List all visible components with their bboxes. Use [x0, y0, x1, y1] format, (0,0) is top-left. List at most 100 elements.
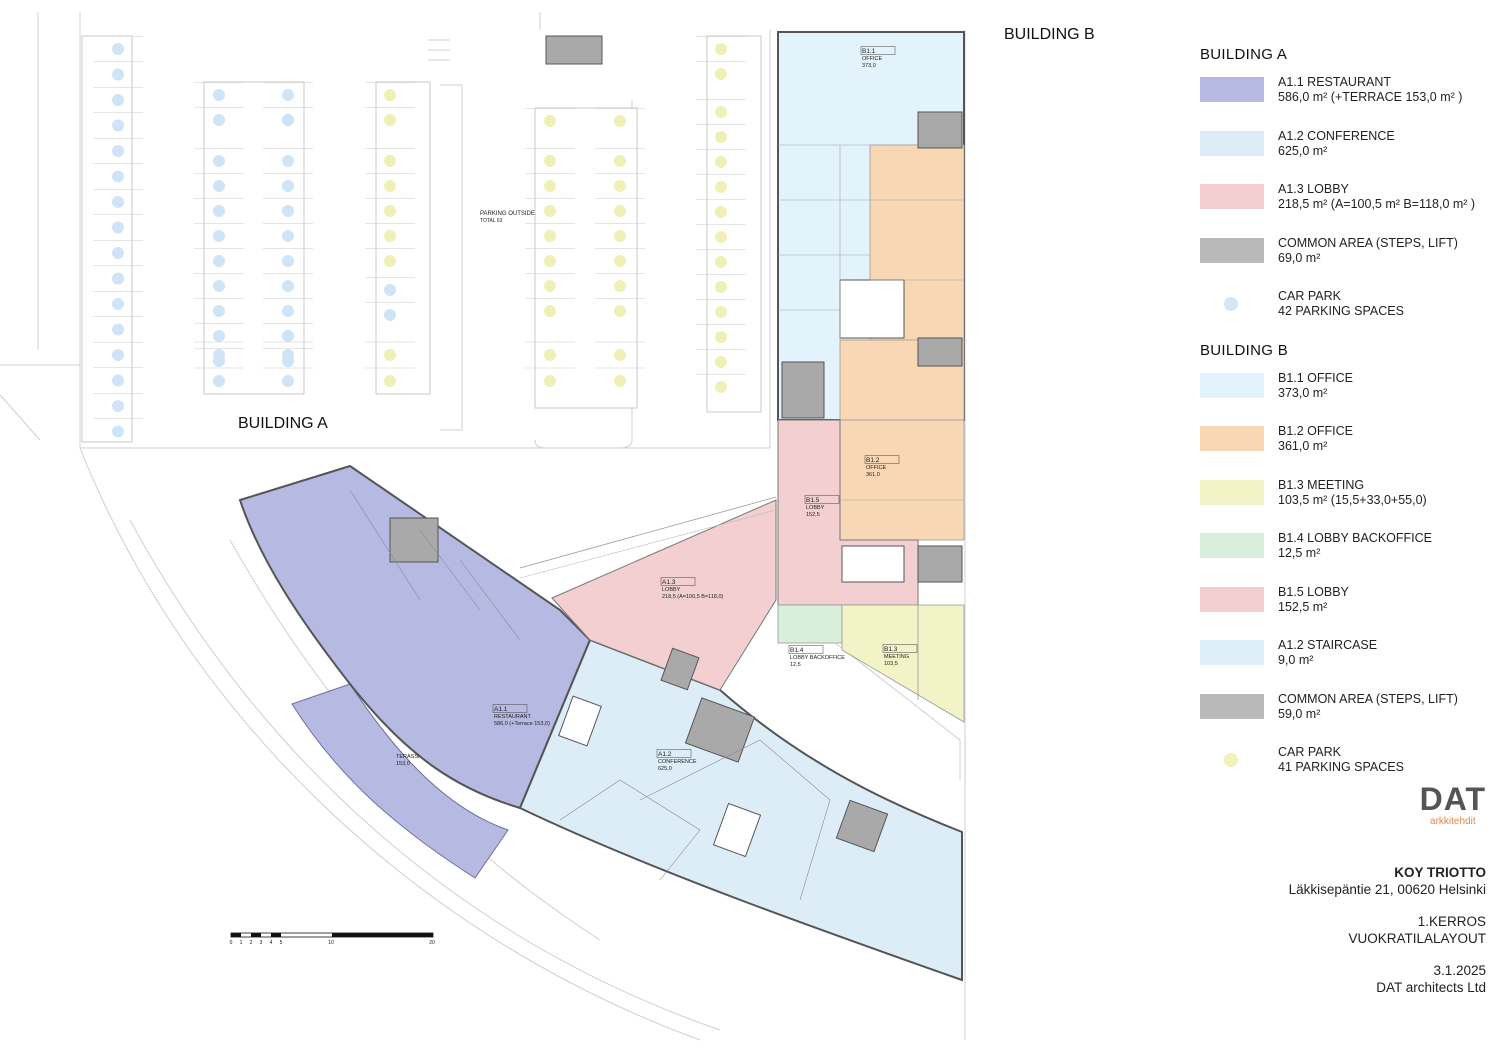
legend-title: A1.2 STAIRCASE [1278, 638, 1378, 652]
parking-spot [544, 205, 556, 217]
legend-dot-icon [1224, 753, 1238, 767]
legend-title: B1.1 OFFICE [1278, 370, 1354, 385]
room-label-line: LOBBY BACKOFFICE [790, 655, 845, 661]
common-core-a-3 [835, 799, 889, 853]
room-label-line: TERASSI [396, 754, 420, 760]
parking-spot [112, 323, 124, 336]
parking-spot [715, 331, 727, 343]
parking-spot [715, 256, 727, 268]
room-label-line: 103,5 [884, 661, 898, 667]
legend-title: A1.3 LOBBY [1278, 182, 1349, 196]
legend-area: 103,5 m² (15,5+33,0+55,0) [1278, 492, 1427, 507]
room-labels: B1.1OFFICE373,0B1.2OFFICE361,0B1.5LOBBY1… [396, 46, 918, 772]
scale-tick-label: 10 [328, 940, 334, 946]
legend-area: 12,5 m² [1278, 546, 1321, 560]
parking-spot [384, 309, 396, 321]
room-label-line: 586,0 (+Terrace 153,0) [494, 721, 550, 727]
parking-spot [544, 280, 556, 292]
parking-spot [384, 375, 396, 387]
common-core-a-2 [684, 697, 756, 763]
legend-area: 152,5 m² [1278, 599, 1328, 614]
parking-spot [614, 375, 626, 387]
legend-title: CAR PARK [1278, 289, 1341, 303]
room-label-line: B1.3 [884, 646, 898, 653]
parking-spot [213, 155, 225, 167]
dat-logo: DAT arkkitehdit [1420, 783, 1486, 827]
parking-spot [282, 155, 294, 167]
legend-item: COMMON AREA (STEPS, LIFT)59,0 m² [1198, 692, 1498, 746]
room-label-line: 373,0 [862, 63, 876, 69]
parking-spot [715, 356, 727, 368]
parking-spot [282, 205, 294, 217]
scale-tick-label: 0 [230, 940, 233, 946]
parking-spot [112, 400, 124, 412]
parking-spot [544, 349, 556, 361]
parking-spot [715, 231, 727, 243]
parking-spot [715, 156, 727, 168]
parking-spots [93, 35, 746, 438]
parking-spot [282, 230, 294, 242]
parking-spot [715, 131, 727, 143]
legend-text: COMMON AREA (STEPS, LIFT)69,0 m² [1278, 236, 1458, 266]
parking-spot [384, 255, 396, 267]
parking-spot [282, 305, 294, 317]
room-label-line: LOBBY [662, 587, 681, 593]
parking-spot [715, 68, 727, 80]
parking-spot [282, 330, 294, 342]
firm-name: DAT architects Ltd [1376, 980, 1486, 995]
parking-spot [715, 181, 727, 193]
parking-spot [384, 205, 396, 217]
parking-spot [544, 255, 556, 267]
parking-spot [213, 349, 225, 361]
parking-spot [213, 114, 225, 126]
room-label-line: A1.2 [658, 751, 672, 758]
parking-spot [715, 281, 727, 293]
legend-title: B1.5 LOBBY [1278, 584, 1349, 599]
legend-heading-building-a: BUILDING A [1200, 46, 1288, 63]
parking-spot [614, 180, 626, 192]
legend-area: 9,0 m² [1278, 653, 1314, 667]
legend-heading-building-b: BUILDING B [1200, 341, 1289, 359]
common-core-b-5 [545, 35, 603, 65]
parking-spot [282, 375, 294, 387]
room-label-line: 218,5 (A=100,5 B=118,0) [662, 594, 724, 600]
parking-spot [614, 305, 626, 317]
parking-spot [715, 43, 727, 55]
parking-total-label: TOTAL 63 [480, 218, 503, 224]
legend-swatch [1200, 533, 1264, 558]
parking-outside-label: PARKING OUTSIDE [480, 211, 535, 217]
legend-swatch [1200, 586, 1264, 612]
scale-tick-label: 3 [260, 940, 263, 946]
legend-swatch [1200, 372, 1264, 398]
room-b1-2-office-south [839, 419, 965, 541]
parking-spot [213, 330, 225, 342]
parking-spot [112, 170, 124, 183]
parking-spot [614, 155, 626, 167]
scale-tick-label: 20 [429, 940, 435, 946]
legend-title: B1.3 MEETING [1278, 477, 1365, 492]
parking-spot [282, 280, 294, 292]
building-a [238, 464, 963, 982]
